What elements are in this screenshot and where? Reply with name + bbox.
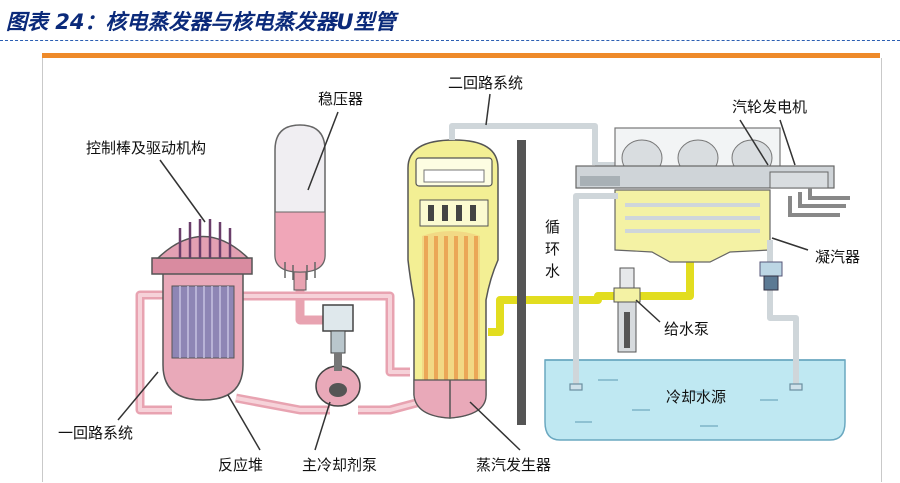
label-reactor: 反应堆 — [218, 456, 263, 474]
title-divider — [0, 40, 900, 41]
label-main-coolant-pump: 主冷却剂泵 — [302, 456, 377, 474]
control-rod-drives — [178, 219, 232, 258]
label-control-rods: 控制棒及驱动机构 — [86, 139, 206, 157]
main-coolant-pump — [315, 304, 361, 407]
reactor-vessel — [151, 219, 253, 401]
label-circulating-water-3: 水 — [545, 262, 560, 280]
label-cooling-source: 冷却水源 — [666, 388, 726, 406]
label-feed-pump: 给水泵 — [664, 320, 709, 338]
feed-water-pump — [613, 267, 641, 353]
leader-lines — [117, 93, 809, 451]
pressurizer — [274, 124, 326, 291]
feedwater-pipe — [488, 255, 694, 336]
fuel-rods — [179, 286, 229, 358]
label-secondary-loop: 二回路系统 — [448, 74, 523, 92]
figure-header: 图表 24：核电蒸发器与核电蒸发器U型管 — [0, 0, 900, 42]
label-primary-loop: 一回路系统 — [58, 424, 133, 442]
turbine-generator — [575, 127, 850, 217]
figure-title: 图表 24：核电蒸发器与核电蒸发器U型管 — [6, 10, 396, 34]
label-circulating-water-2: 环 — [545, 240, 560, 258]
u-tubes — [424, 236, 478, 380]
figure-frame — [42, 58, 882, 482]
reactor-core — [171, 285, 235, 359]
containment-wall — [517, 140, 526, 425]
circulating-pump — [759, 261, 783, 291]
label-turbine-generator: 汽轮发电机 — [732, 98, 807, 116]
steam-generator — [407, 139, 499, 419]
primary-loop-highlight — [138, 293, 421, 412]
label-condenser: 凝汽器 — [815, 248, 860, 266]
label-steam-generator: 蒸汽发生器 — [476, 456, 551, 474]
label-pressurizer: 稳压器 — [318, 90, 363, 108]
condenser — [614, 189, 771, 263]
accent-bar — [42, 53, 880, 58]
label-circulating-water-1: 循 — [545, 218, 560, 236]
